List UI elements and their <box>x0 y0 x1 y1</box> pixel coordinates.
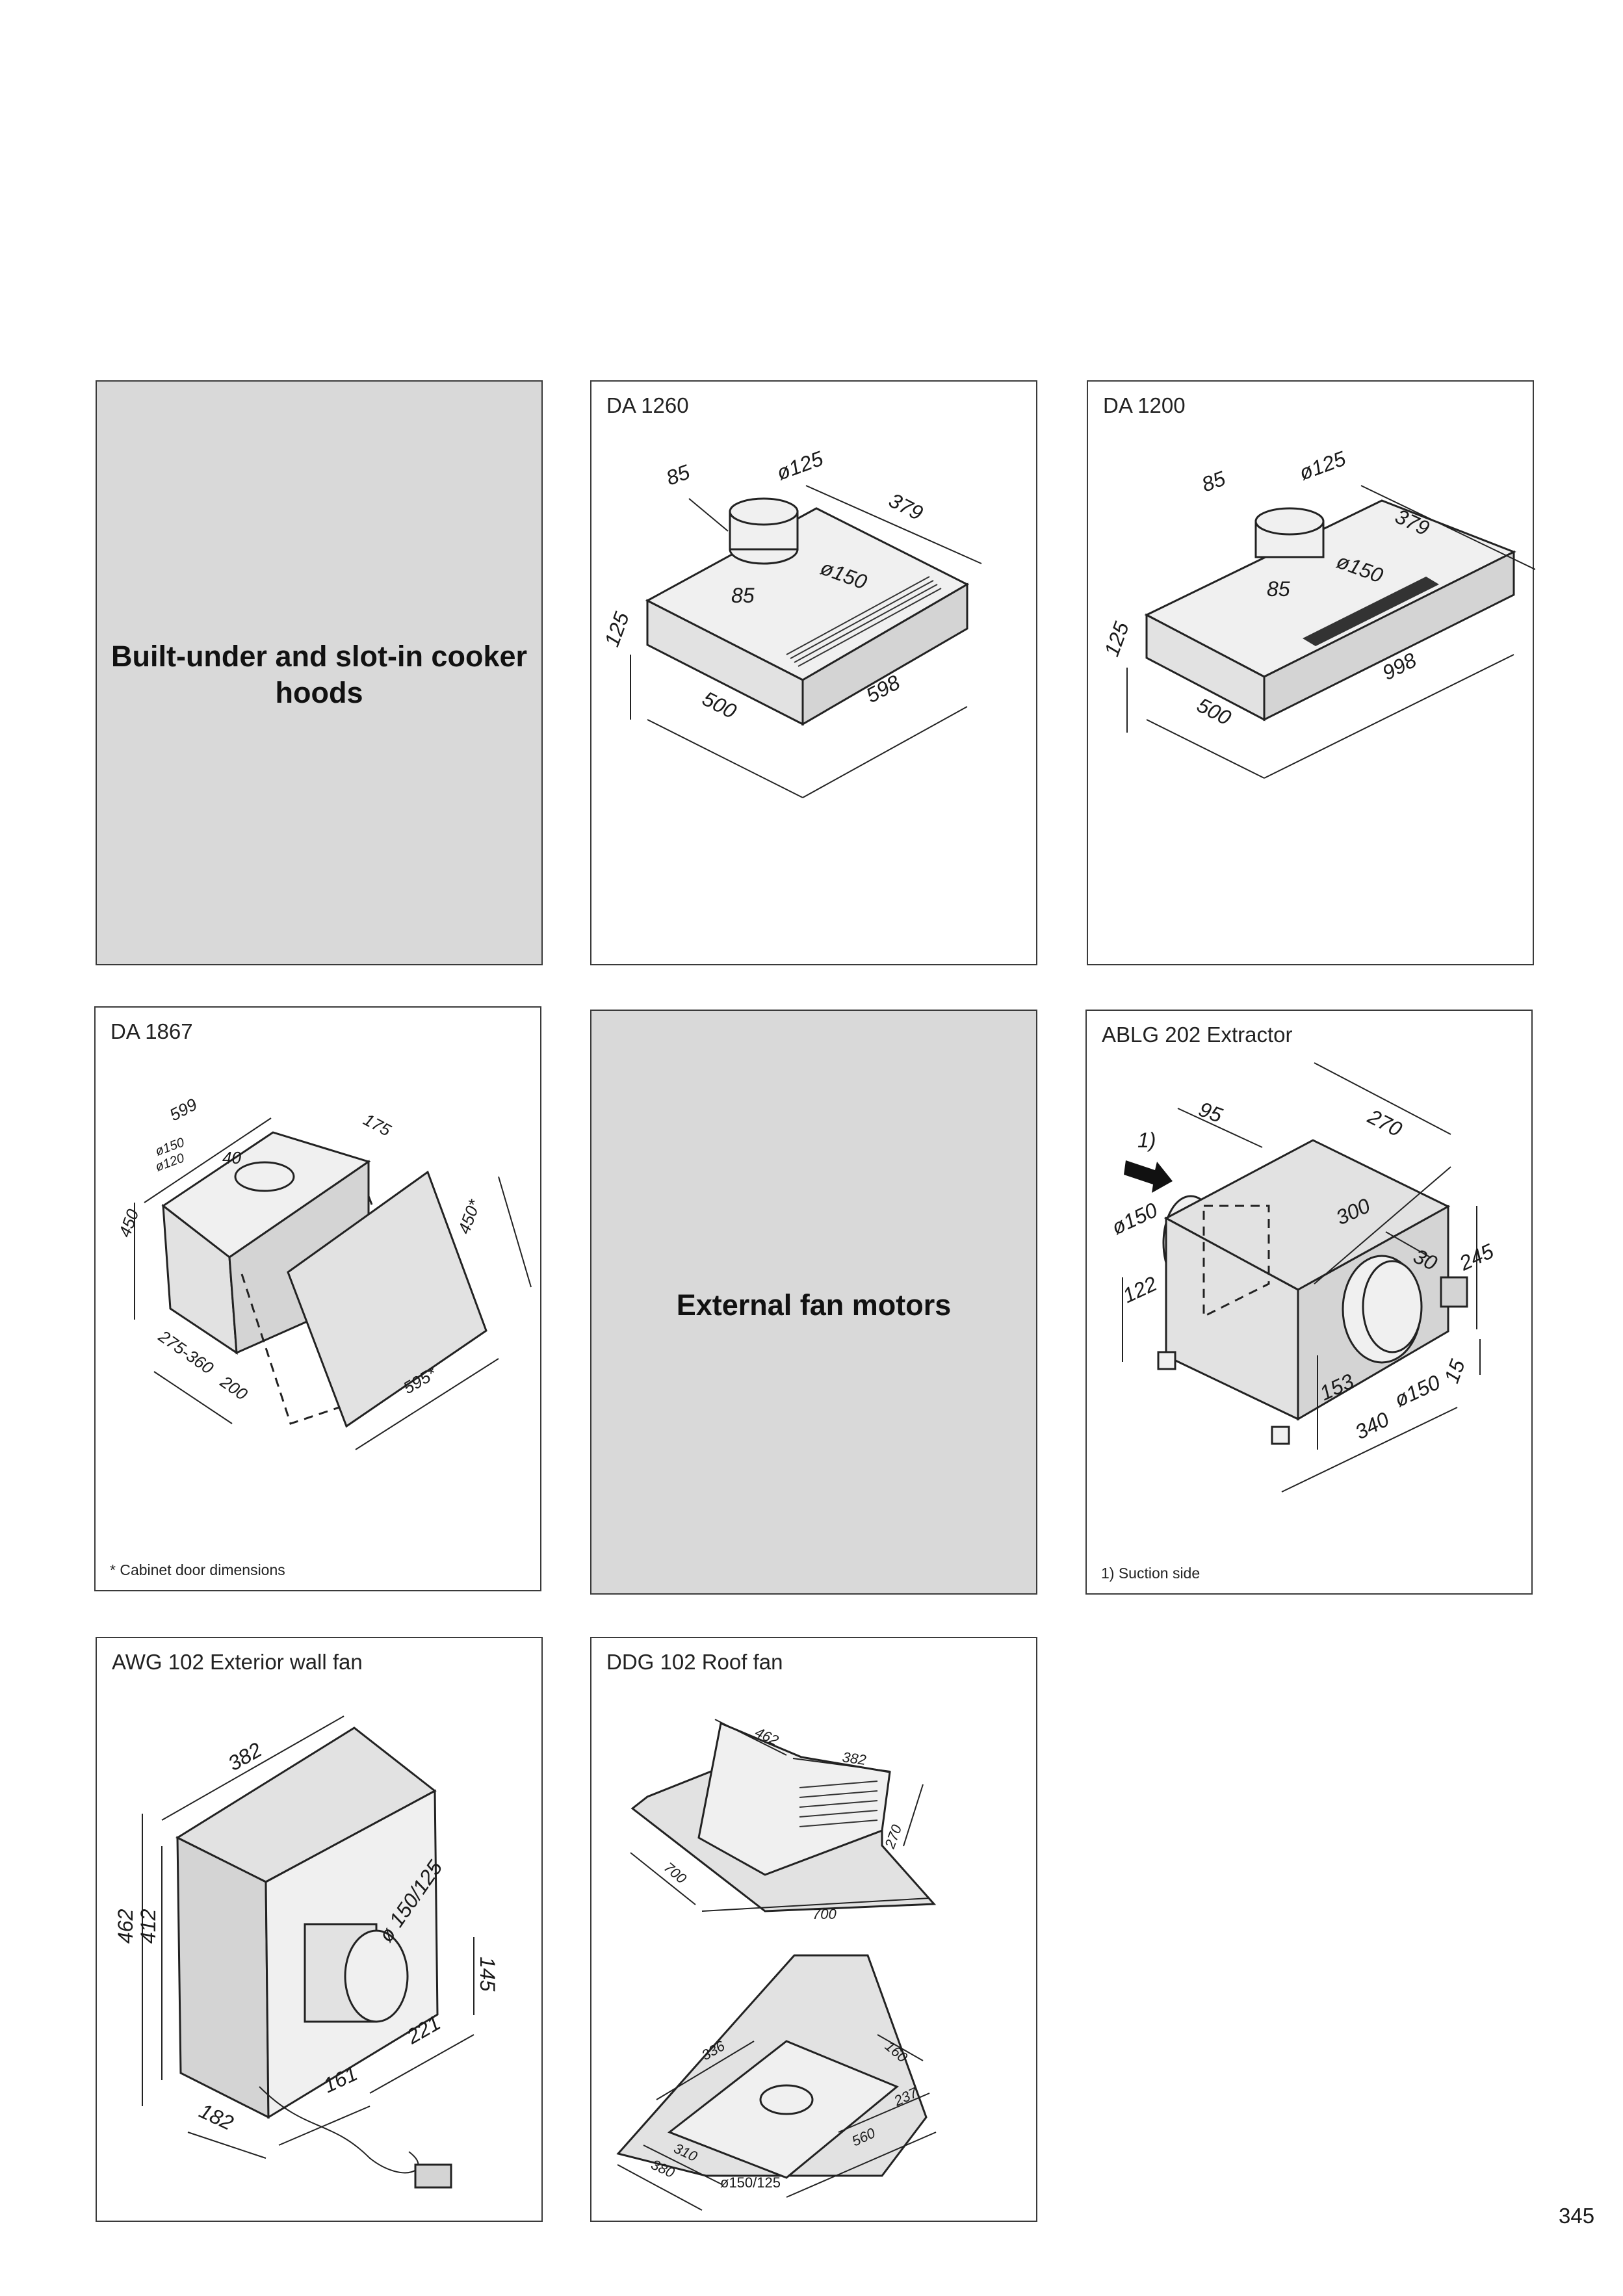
grille <box>1303 577 1439 646</box>
panel-title: DA 1260 <box>606 393 689 417</box>
hood-front-right-face <box>801 582 968 726</box>
dim-label: 700 <box>661 1859 690 1887</box>
duct-opening <box>344 1929 409 2023</box>
dimension-lines <box>617 1719 937 2211</box>
panel-da-1260: 85 ø125 379 ø150 85 125 500 598 DA 1260 <box>590 380 1037 965</box>
dim-label: ø150/125 <box>720 2174 781 2191</box>
dim-label: 95 <box>1196 1097 1226 1127</box>
panel-title: DA 1200 <box>1103 393 1186 417</box>
dim-label: 15 <box>1440 1356 1470 1386</box>
dim-label: 125 <box>600 609 634 650</box>
dimension-lines <box>134 1117 532 1450</box>
dim-label: 85 <box>1199 467 1228 497</box>
dim-label: 245 <box>1455 1239 1498 1275</box>
dim-label: 85 <box>663 460 693 490</box>
cabinet-door <box>287 1170 487 1428</box>
panel-ddg-102: 462 382 270 700 700 336 160 237 560 310 … <box>590 1637 1037 2222</box>
section-panel-fan-motors: External fan motors <box>590 1010 1037 1595</box>
dim-label: 270 <box>881 1822 905 1851</box>
dim-label: ø125 <box>1296 447 1349 485</box>
hidden-edges <box>1202 1205 1270 1318</box>
suction-arrow-icon <box>1124 1160 1173 1193</box>
plug <box>414 2163 452 2189</box>
dim-label: 85 <box>1267 577 1290 601</box>
dim-label: 40 <box>222 1148 241 1168</box>
dim-label: 599 <box>166 1094 200 1125</box>
dim-label: 500 <box>699 686 740 723</box>
da-1867-drawing: 599 ø150 ø120 40 175 450 450* 275-360 20… <box>114 1094 532 1450</box>
fan-hood <box>697 1721 891 1876</box>
dim-label: ø150 <box>1108 1198 1162 1240</box>
panel-title: DDG 102 Roof fan <box>606 1650 783 1674</box>
panel-ablg-202: 1) 95 270 ø150 300 30 245 122 153 ø150 1… <box>1085 1010 1533 1595</box>
page-number: 345 <box>1559 2204 1595 2228</box>
dim-label: 382 <box>224 1738 266 1775</box>
panel-title: AWG 102 Exterior wall fan <box>112 1650 363 1674</box>
panel-title: ABLG 202 Extractor <box>1102 1023 1293 1047</box>
footnote: * Cabinet door dimensions <box>110 1561 285 1578</box>
section-panel-cooker-hoods: Built-under and slot-in cooker hoods <box>96 380 543 965</box>
dimension-lines <box>1126 485 1535 779</box>
da-1200-drawing: 85 ø125 379 ø150 85 125 500 998 <box>1100 447 1535 779</box>
dim-label: 340 <box>1351 1407 1393 1444</box>
dimension-lines <box>142 1715 474 2159</box>
panel-da-1867: 599 ø150 ø120 40 175 450 450* 275-360 20… <box>94 1006 541 1591</box>
dim-label: 382 <box>841 1749 867 1768</box>
duct-top <box>729 497 799 526</box>
dim-label: 700 <box>812 1906 837 1922</box>
terminal-block <box>1440 1276 1468 1308</box>
hood-front-right-face <box>1263 550 1515 722</box>
section-heading-fan-motors: External fan motors <box>676 1288 952 1322</box>
dim-label: 450 <box>114 1207 142 1240</box>
grille <box>786 576 942 667</box>
dim-label: ø125 <box>773 447 826 485</box>
dim-label: 85 <box>731 584 755 607</box>
section-heading-cooker-hoods: Built-under and slot-in cooker hoods <box>110 640 528 709</box>
da-1260-drawing: 85 ø125 379 ø150 85 125 500 598 <box>600 447 982 798</box>
footnote: 1) Suction side <box>1101 1565 1201 1582</box>
duct-opening <box>234 1161 295 1192</box>
dim-label: 450* <box>454 1197 484 1236</box>
dim-label: 379 <box>885 488 927 525</box>
ablg-202-drawing: 1) 95 270 ø150 300 30 245 122 153 ø150 1… <box>1108 1062 1498 1493</box>
dimension-lines <box>1122 1062 1481 1493</box>
duct-top <box>1254 507 1325 536</box>
panel-awg-102: 382 462 412 ø 150/125 145 221 161 182 AW… <box>96 1637 543 2222</box>
duct-spigot <box>759 2084 814 2115</box>
ddg-102-drawing: 462 382 270 700 700 336 160 237 560 310 … <box>616 1719 937 2211</box>
dimension-lines <box>630 485 982 798</box>
foot-front <box>1271 1426 1290 1445</box>
dim-label: 145 <box>476 1957 499 1992</box>
awg-102-drawing: 382 462 412 ø 150/125 145 221 161 182 <box>114 1715 499 2189</box>
dim-label: 122 <box>1119 1272 1161 1307</box>
hood-side <box>176 1836 270 2119</box>
dim-label: 462 <box>114 1909 137 1944</box>
dim-label: 182 <box>196 2099 237 2135</box>
louvre-grille <box>799 1781 878 1827</box>
dim-label: ø150 <box>1391 1370 1444 1412</box>
panel-title: DA 1867 <box>110 1019 193 1043</box>
outlet-inner <box>1362 1260 1423 1353</box>
dim-label: 200 <box>216 1372 252 1404</box>
panel-da-1200: 85 ø125 379 ø150 85 125 500 998 DA 1200 <box>1087 380 1535 965</box>
foot-left <box>1157 1351 1176 1370</box>
dim-label: 270 <box>1364 1104 1406 1141</box>
dim-label: 412 <box>136 1909 160 1944</box>
dim-label: 175 <box>360 1110 395 1140</box>
dim-label: 125 <box>1100 619 1134 660</box>
dim-label: 1) <box>1137 1128 1156 1152</box>
